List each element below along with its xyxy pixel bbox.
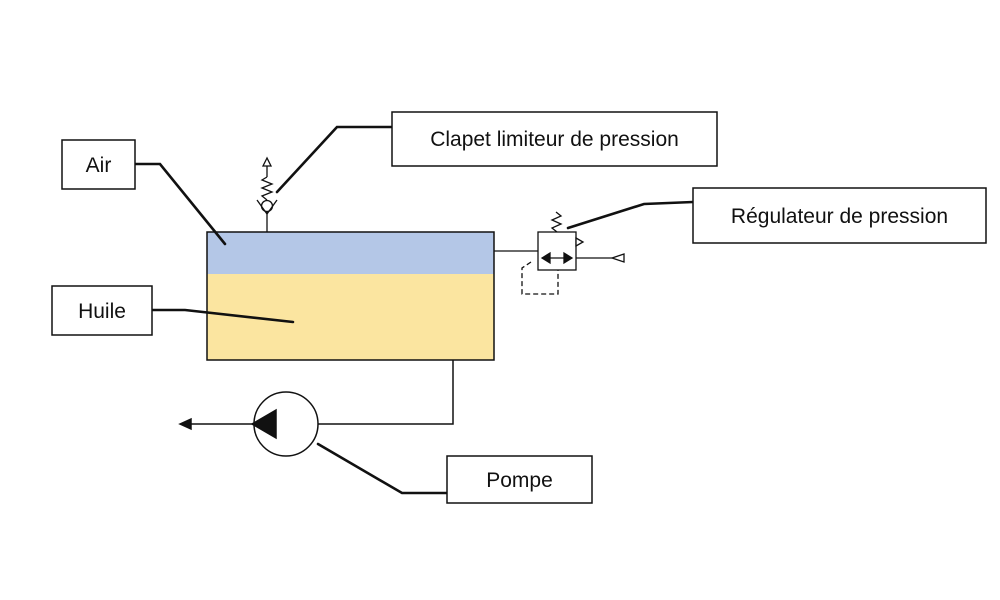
regulator-pilot-line <box>521 261 559 295</box>
leader-pompe <box>316 442 449 495</box>
label-air-text: Air <box>86 154 112 177</box>
regulator-arrow-left-icon <box>540 251 551 265</box>
label-air: Air <box>61 139 136 190</box>
regulator-spring-icon <box>550 211 563 233</box>
relief-valve-seat-icon <box>256 199 278 216</box>
suction-pipe <box>318 360 454 425</box>
leader-air <box>133 162 227 246</box>
regulator-vent-icon <box>575 236 585 248</box>
pump-circuit <box>178 360 454 457</box>
relief-valve-spring-icon <box>260 176 274 201</box>
leader-lines <box>133 125 695 495</box>
label-regulateur-text: Régulateur de pression <box>731 205 948 228</box>
tank <box>206 231 495 361</box>
pump-triangle-icon <box>250 408 277 440</box>
relief-valve-arrow-icon <box>261 156 273 167</box>
leader-clapet <box>275 125 394 194</box>
regulator-body <box>537 231 577 271</box>
label-clapet-text: Clapet limiteur de pression <box>430 128 679 151</box>
leader-huile <box>150 308 295 324</box>
leader-regulateur <box>566 200 695 230</box>
label-huile-text: Huile <box>78 300 126 323</box>
regulator-outlet-icon <box>609 253 625 263</box>
air-layer <box>207 232 494 274</box>
label-huile: Huile <box>51 285 153 336</box>
discharge-arrow-icon <box>178 417 192 431</box>
relief-valve-ball-icon <box>260 199 274 213</box>
pressure-regulator <box>494 211 625 295</box>
label-pompe: Pompe <box>446 455 593 504</box>
label-pompe-text: Pompe <box>486 469 553 492</box>
label-clapet: Clapet limiteur de pression <box>391 111 718 167</box>
regulator-arrow-right-icon <box>563 251 574 265</box>
tank-outline <box>206 231 495 361</box>
pressure-relief-valve <box>256 156 278 232</box>
label-regulateur: Régulateur de pression <box>692 187 987 244</box>
